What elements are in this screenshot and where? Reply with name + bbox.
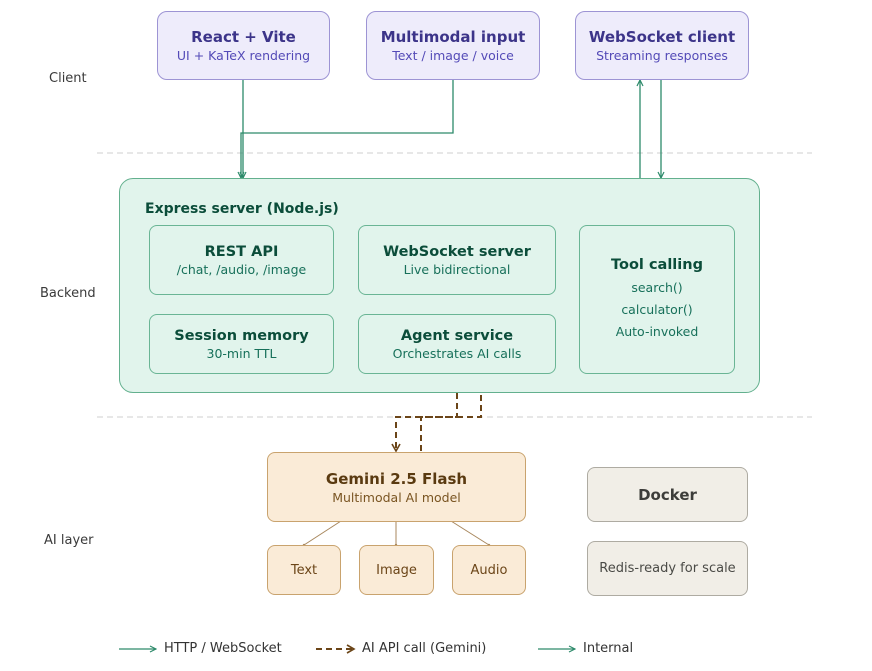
websocket-server-title: WebSocket server: [383, 243, 531, 260]
websocket-server-box: WebSocket server Live bidirectional: [358, 225, 556, 295]
session-memory-subtitle: 30-min TTL: [206, 345, 277, 361]
tool-calling-title: Tool calling: [611, 256, 703, 273]
legend-internal-label: Internal: [583, 641, 634, 656]
rest-api-subtitle: /chat, /audio, /image: [176, 261, 307, 277]
redis-box: Redis-ready for scale: [587, 541, 748, 596]
connector-gemini-text: [302, 520, 342, 547]
websocket-server-subtitle: Live bidirectional: [403, 261, 511, 277]
layer-label-client: Client: [49, 71, 87, 86]
modality-audio-box: Audio: [452, 545, 526, 595]
arrow-multimodal-to-backend: [241, 80, 454, 178]
legend-ai-call-label: AI API call (Gemini): [362, 641, 487, 656]
client-box-multimodal-input: Multimodal input Text / image / voice: [366, 11, 540, 80]
docker-title: Docker: [638, 485, 697, 504]
client-box-websocket-client: WebSocket client Streaming responses: [575, 11, 749, 80]
client-box-subtitle: UI + KaTeX rendering: [176, 48, 311, 63]
gemini-model-box: Gemini 2.5 Flash Multimodal AI model: [267, 452, 526, 522]
modality-text-box: Text: [267, 545, 341, 595]
tool-calling-line: calculator(): [621, 301, 693, 317]
client-box-title: WebSocket client: [588, 28, 736, 46]
layer-label-backend: Backend: [40, 286, 96, 301]
rest-api-title: REST API: [204, 243, 279, 260]
client-box-react-vite: React + Vite UI + KaTeX rendering: [157, 11, 330, 80]
tool-calling-box: Tool calling search() calculator() Auto-…: [579, 225, 735, 374]
gemini-model-title: Gemini 2.5 Flash: [325, 469, 468, 488]
client-box-title: Multimodal input: [380, 28, 526, 46]
layer-label-ai: AI layer: [44, 533, 94, 548]
rest-api-box: REST API /chat, /audio, /image: [149, 225, 334, 295]
arrow-agent-to-gemini: [391, 373, 458, 453]
agent-service-subtitle: Orchestrates AI calls: [392, 345, 522, 361]
tool-calling-line: Auto-invoked: [615, 323, 699, 339]
session-memory-box: Session memory 30-min TTL: [149, 314, 334, 374]
backend-title: Express server (Node.js): [145, 201, 339, 217]
agent-service-title: Agent service: [400, 327, 514, 344]
client-box-title: React + Vite: [191, 28, 296, 46]
client-box-subtitle: Streaming responses: [596, 48, 728, 63]
agent-service-box: Agent service Orchestrates AI calls: [358, 314, 556, 374]
modality-image-box: Image: [359, 545, 434, 595]
session-memory-title: Session memory: [174, 327, 309, 344]
tool-calling-line: search(): [631, 279, 683, 295]
redis-label: Redis-ready for scale: [599, 561, 736, 576]
connector-gemini-audio: [450, 520, 491, 547]
arrow-gemini-to-agent: [420, 372, 486, 451]
legend-http-label: HTTP / WebSocket: [164, 641, 282, 656]
docker-box: Docker: [587, 467, 748, 522]
client-box-subtitle: Text / image / voice: [392, 48, 514, 63]
gemini-model-subtitle: Multimodal AI model: [332, 489, 461, 505]
